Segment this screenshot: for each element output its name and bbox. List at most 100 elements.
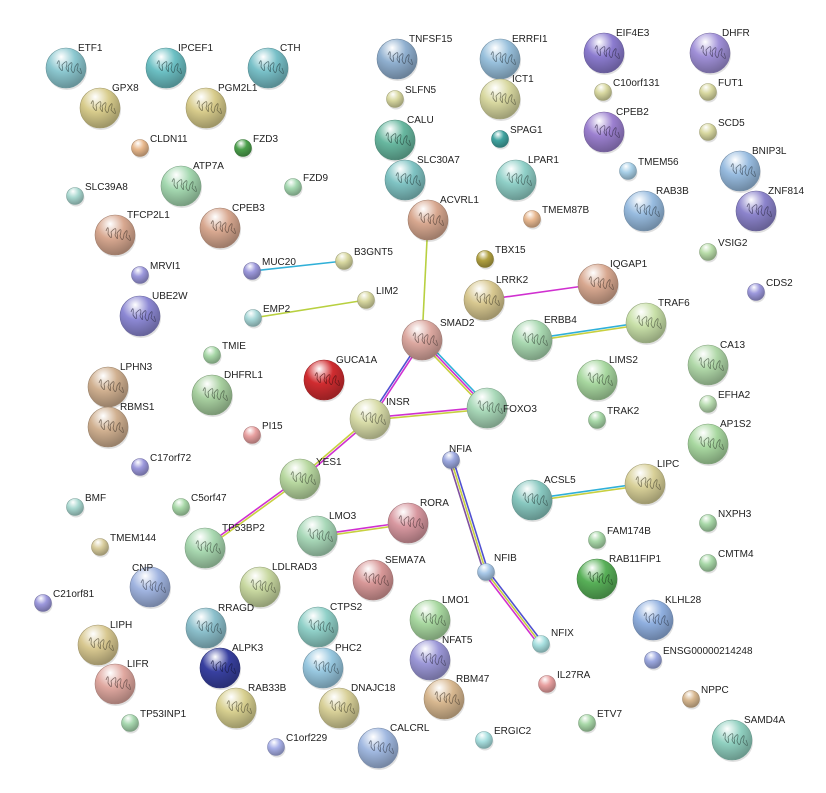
node-lphn3[interactable]: LPHN3 bbox=[87, 362, 153, 409]
edge-NFIB-NFIX[interactable] bbox=[485, 571, 542, 645]
protein-node-circle[interactable] bbox=[619, 162, 637, 180]
node-samd4a[interactable]: SAMD4A bbox=[711, 715, 785, 762]
node-lifr[interactable]: LIFR bbox=[94, 659, 149, 706]
node-mrvi1[interactable]: MRVI1 bbox=[131, 261, 181, 286]
protein-node-circle[interactable] bbox=[131, 139, 149, 157]
node-ca13[interactable]: CA13 bbox=[687, 340, 745, 387]
node-ube2w[interactable]: UBE2W bbox=[119, 291, 188, 338]
node-klhl28[interactable]: KLHL28 bbox=[632, 595, 702, 642]
node-phc2[interactable]: PHC2 bbox=[302, 643, 362, 690]
node-tnfsf15[interactable]: TNFSF15 bbox=[376, 34, 453, 81]
node-rab11fip1[interactable]: RAB11FIP1 bbox=[576, 554, 661, 601]
node-ldlrad3[interactable]: LDLRAD3 bbox=[239, 562, 317, 609]
node-efha2[interactable]: EFHA2 bbox=[699, 390, 751, 415]
protein-node-circle[interactable] bbox=[588, 531, 606, 549]
node-dhfrl1[interactable]: DHFRL1 bbox=[191, 370, 263, 417]
protein-node-circle[interactable] bbox=[644, 651, 662, 669]
protein-node-circle[interactable] bbox=[442, 451, 460, 469]
node-slfn5[interactable]: SLFN5 bbox=[386, 85, 437, 110]
node-nfib[interactable]: NFIB bbox=[477, 553, 518, 583]
protein-node-circle[interactable] bbox=[234, 139, 252, 157]
protein-node-circle[interactable] bbox=[578, 714, 596, 732]
node-rbms1[interactable]: RBMS1 bbox=[87, 402, 155, 449]
protein-node-circle[interactable] bbox=[284, 178, 302, 196]
node-alpk3[interactable]: ALPK3 bbox=[199, 643, 264, 690]
protein-node-circle[interactable] bbox=[699, 395, 717, 413]
protein-node-circle[interactable] bbox=[203, 346, 221, 364]
protein-node-circle[interactable] bbox=[244, 309, 262, 327]
node-tmem87b[interactable]: TMEM87B bbox=[523, 205, 590, 230]
node-c21orf81[interactable]: C21orf81 bbox=[34, 589, 95, 614]
node-lim2[interactable]: LIM2 bbox=[357, 286, 399, 311]
node-ap1s2[interactable]: AP1S2 bbox=[687, 419, 752, 466]
node-nfix[interactable]: NFIX bbox=[532, 628, 575, 655]
node-smad2[interactable]: SMAD2 bbox=[401, 318, 475, 362]
node-erbb4[interactable]: ERBB4 bbox=[511, 315, 577, 362]
node-cds2[interactable]: CDS2 bbox=[747, 278, 794, 303]
node-gpx8[interactable]: GPX8 bbox=[79, 83, 139, 130]
node-pgm2l1[interactable]: PGM2L1 bbox=[185, 83, 258, 130]
node-insr[interactable]: INSR bbox=[349, 397, 410, 441]
node-tp53bp2[interactable]: TP53BP2 bbox=[184, 523, 265, 570]
node-tmem144[interactable]: TMEM144 bbox=[91, 533, 157, 558]
node-scd5[interactable]: SCD5 bbox=[699, 118, 746, 143]
node-muc20[interactable]: MUC20 bbox=[243, 257, 297, 282]
node-cnp[interactable]: CNP bbox=[129, 563, 171, 609]
protein-node-circle[interactable] bbox=[66, 187, 84, 205]
protein-node-circle[interactable] bbox=[699, 123, 717, 141]
edge-NFIA-NFIB[interactable] bbox=[450, 459, 487, 573]
protein-node-circle[interactable] bbox=[476, 250, 494, 268]
node-ipcef1[interactable]: IPCEF1 bbox=[145, 43, 213, 90]
node-fut1[interactable]: FUT1 bbox=[699, 78, 744, 103]
protein-node-circle[interactable] bbox=[66, 498, 84, 516]
node-cldn11[interactable]: CLDN11 bbox=[131, 134, 189, 159]
protein-node-circle[interactable] bbox=[172, 498, 190, 516]
node-dhfr[interactable]: DHFR bbox=[689, 28, 750, 75]
node-etv7[interactable]: ETV7 bbox=[578, 709, 623, 734]
edge-MUC20-B3GNT5[interactable] bbox=[251, 260, 345, 272]
protein-node-circle[interactable] bbox=[477, 563, 495, 581]
node-foxo3[interactable]: FOXO3 bbox=[466, 387, 537, 430]
node-liph[interactable]: LIPH bbox=[77, 620, 132, 667]
node-rab3b[interactable]: RAB3B bbox=[623, 186, 689, 233]
protein-node-circle[interactable] bbox=[523, 210, 541, 228]
node-rora[interactable]: RORA bbox=[387, 498, 449, 545]
protein-node-circle[interactable] bbox=[386, 90, 404, 108]
node-tmem56[interactable]: TMEM56 bbox=[619, 157, 680, 182]
node-pi15[interactable]: PI15 bbox=[243, 421, 284, 446]
node-il27ra[interactable]: IL27RA bbox=[538, 670, 591, 695]
node-lipc[interactable]: LIPC bbox=[624, 459, 679, 506]
node-bmf[interactable]: BMF bbox=[66, 493, 107, 518]
node-rab33b[interactable]: RAB33B bbox=[215, 683, 287, 730]
protein-node-circle[interactable] bbox=[538, 675, 556, 693]
node-ergic2[interactable]: ERGIC2 bbox=[475, 726, 532, 751]
node-ctps2[interactable]: CTPS2 bbox=[297, 602, 363, 649]
node-guca1a[interactable]: GUCA1A bbox=[303, 355, 377, 402]
node-nppc[interactable]: NPPC bbox=[682, 685, 729, 710]
node-c5orf47[interactable]: C5orf47 bbox=[172, 493, 228, 518]
node-emp2[interactable]: EMP2 bbox=[244, 304, 291, 329]
node-ensg00000214248[interactable]: ENSG00000214248 bbox=[644, 646, 753, 671]
edge-NFIB-NFIX[interactable] bbox=[483, 572, 540, 646]
node-fzd9[interactable]: FZD9 bbox=[284, 173, 329, 198]
node-znf814[interactable]: ZNF814 bbox=[735, 186, 805, 233]
protein-node-circle[interactable] bbox=[699, 243, 717, 261]
node-cmtm4[interactable]: CMTM4 bbox=[699, 549, 754, 574]
node-cth[interactable]: CTH bbox=[247, 43, 301, 90]
edge-NFIA-NFIB[interactable] bbox=[452, 459, 489, 572]
node-tmie[interactable]: TMIE bbox=[203, 341, 247, 366]
node-rbm47[interactable]: RBM47 bbox=[423, 674, 490, 721]
node-b3gnt5[interactable]: B3GNT5 bbox=[335, 247, 394, 272]
node-bnip3l[interactable]: BNIP3L bbox=[719, 146, 787, 193]
node-fam174b[interactable]: FAM174B bbox=[588, 526, 652, 551]
edge-NFIA-NFIB[interactable] bbox=[448, 460, 485, 573]
node-c1orf229[interactable]: C1orf229 bbox=[267, 733, 328, 758]
node-etf1[interactable]: ETF1 bbox=[45, 43, 103, 90]
node-nxph3[interactable]: NXPH3 bbox=[699, 509, 752, 534]
protein-node-circle[interactable] bbox=[588, 411, 606, 429]
node-c17orf72[interactable]: C17orf72 bbox=[131, 453, 192, 478]
protein-node-circle[interactable] bbox=[699, 554, 717, 572]
edge-EMP2-LIM2[interactable] bbox=[252, 299, 367, 319]
node-slc39a8[interactable]: SLC39A8 bbox=[66, 182, 129, 207]
node-sema7a[interactable]: SEMA7A bbox=[352, 555, 426, 602]
